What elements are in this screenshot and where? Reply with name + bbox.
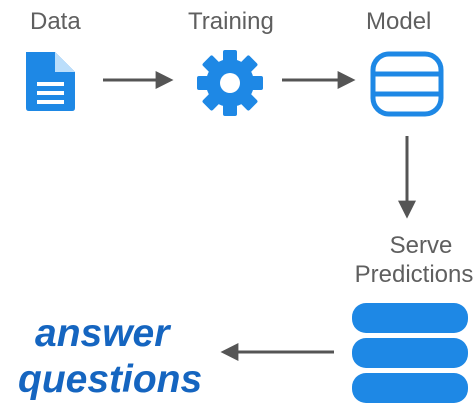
node-label-data: Data	[30, 8, 81, 35]
node-label-training: Training	[188, 8, 274, 35]
node-label-model: Model	[366, 8, 432, 35]
database-icon	[370, 51, 444, 117]
node-label-predictions: Predictions	[354, 261, 474, 288]
answer-text-line1: answer	[35, 312, 170, 355]
database-filled-icon	[352, 303, 468, 403]
node-label-serve: Serve	[389, 232, 453, 259]
answer-text-line2: questions	[18, 358, 203, 401]
gear-icon	[197, 50, 263, 116]
document-icon	[26, 52, 75, 111]
